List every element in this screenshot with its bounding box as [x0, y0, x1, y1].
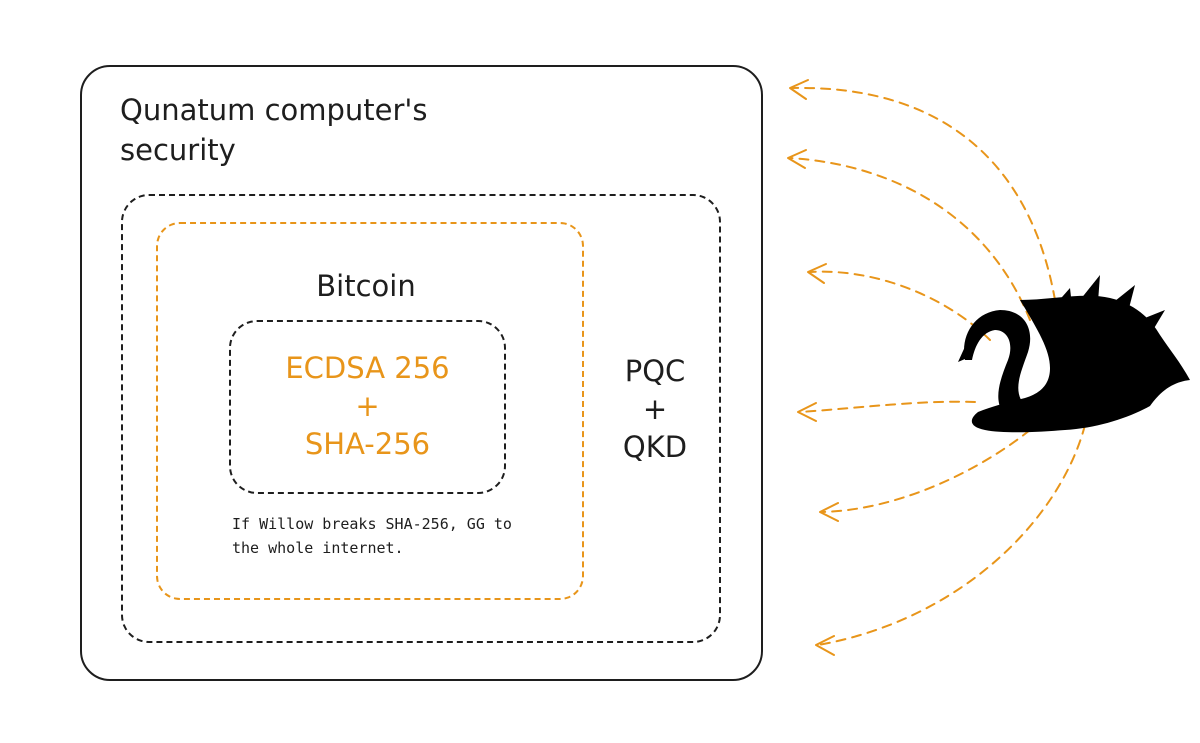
bitcoin-label: Bitcoin [316, 269, 416, 303]
algorithm-line-plus: + [355, 389, 380, 423]
outer-security-box [80, 65, 763, 681]
attack-arrow-6 [817, 424, 1086, 646]
pqc-plus-line: + [642, 392, 668, 426]
pqc-qkd-box [121, 194, 721, 643]
bitcoin-box [156, 222, 584, 600]
algorithm-box [229, 320, 506, 494]
qkd-line: QKD [622, 430, 688, 464]
algorithm-line-sha: SHA-256 [304, 427, 431, 461]
attack-arrow-2 [789, 157, 1031, 321]
algorithm-text: ECDSA 256 + SHA-256 [229, 349, 506, 463]
diagram-title: Qunatum computer's security [120, 93, 428, 167]
pqc-line: PQC [624, 354, 686, 388]
attack-arrow-5 [821, 429, 1031, 513]
willow-note: If Willow breaks SHA-256, GG to the whol… [232, 515, 512, 557]
attack-arrow-1 [791, 86, 1056, 301]
pqc-qkd-text: PQC + QKD [610, 352, 700, 466]
black-swan-icon [958, 275, 1190, 433]
attack-arrow-3 [809, 270, 991, 341]
attack-arrow-4 [799, 400, 976, 413]
algorithm-line-ecdsa: ECDSA 256 [285, 351, 450, 385]
